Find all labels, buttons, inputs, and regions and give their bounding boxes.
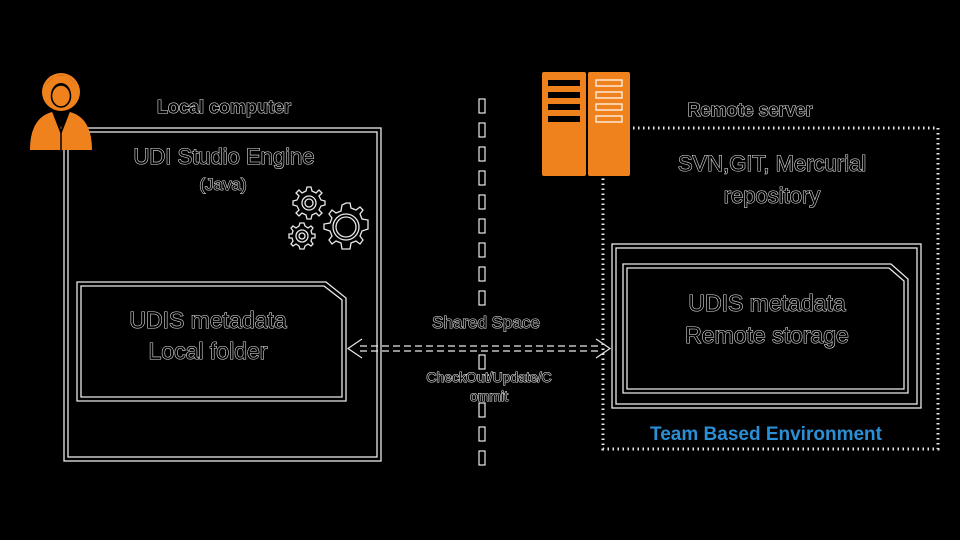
- remote-storage-line1: UDIS metadata: [688, 290, 845, 316]
- remote-server-group: Remote server SVN,GIT, Mercurial reposit…: [542, 72, 940, 451]
- local-computer-group: Local computer UDI Studio Engine (Java): [30, 73, 382, 462]
- network-divider: [478, 98, 486, 466]
- repository-line2: repository: [724, 183, 821, 208]
- local-folder-line2: Local folder: [149, 338, 268, 364]
- operations-label-line1: CheckOut/Update/C: [426, 369, 551, 385]
- engine-title: UDI Studio Engine: [134, 144, 315, 169]
- gears-icon: [288, 186, 369, 250]
- remote-storage-box: [611, 243, 922, 409]
- sync-arrow: [346, 338, 612, 359]
- remote-server-heading: Remote server: [687, 100, 812, 120]
- remote-server-box: [601, 126, 940, 451]
- shared-space-label: Shared Space: [432, 313, 540, 332]
- server-icon: [542, 72, 630, 176]
- remote-storage-line2: Remote storage: [685, 322, 849, 348]
- repository-line1: SVN,GIT, Mercurial: [678, 151, 866, 176]
- user-icon: [30, 73, 92, 150]
- local-computer-heading: Local computer: [157, 97, 291, 117]
- local-folder-line1: UDIS metadata: [129, 307, 286, 333]
- local-computer-box: [63, 127, 382, 462]
- local-folder-box: [76, 281, 347, 402]
- operations-label-line2: ommit: [470, 388, 508, 404]
- team-environment-label: Team Based Environment: [650, 424, 883, 445]
- engine-subtitle: (Java): [199, 175, 246, 194]
